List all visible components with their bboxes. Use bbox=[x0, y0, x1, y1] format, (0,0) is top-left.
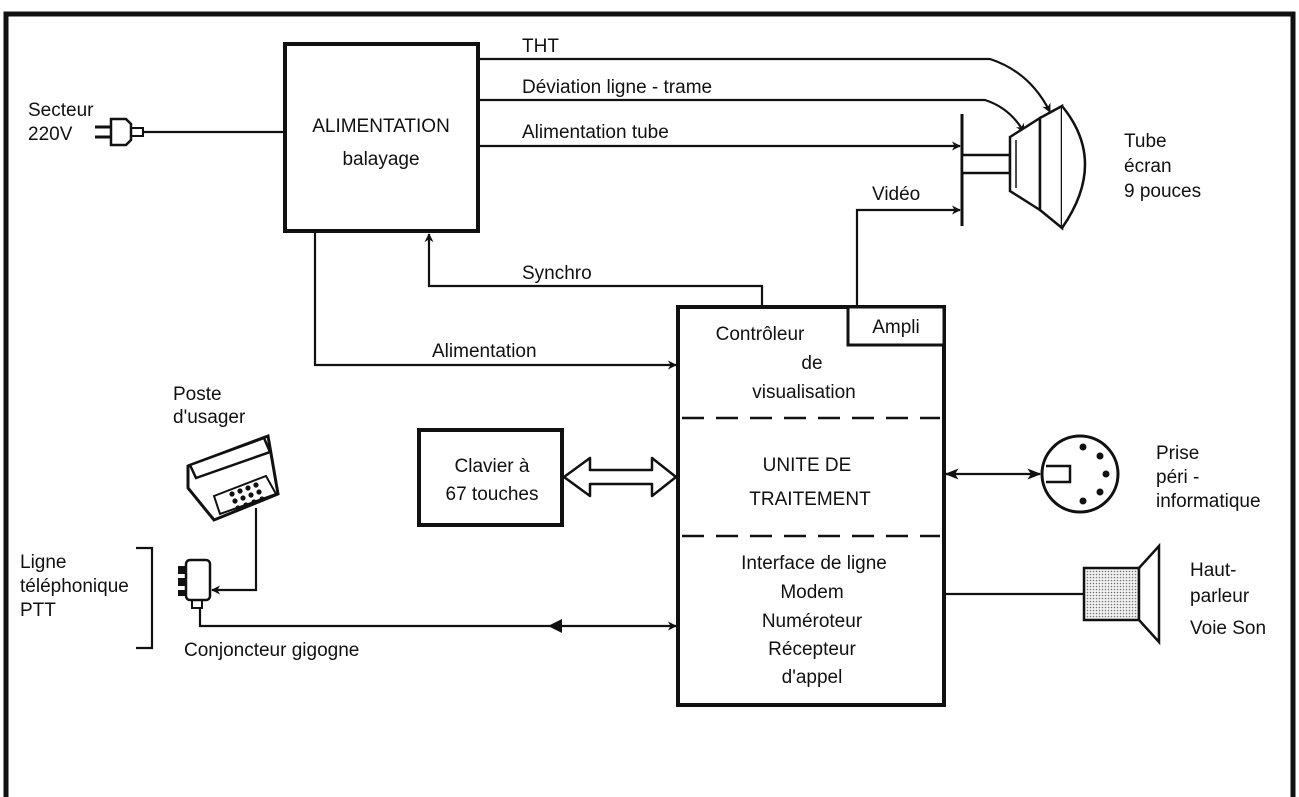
clavier-block: Clavier à 67 touches bbox=[417, 428, 564, 527]
ligne-label-1: Ligne bbox=[20, 552, 67, 573]
prise-label-2: péri - bbox=[1156, 467, 1199, 488]
deviation-label: Déviation ligne - trame bbox=[522, 77, 712, 98]
interface-label-3: Numéroteur bbox=[762, 611, 863, 632]
synchro-label: Synchro bbox=[522, 263, 592, 284]
speaker-icon bbox=[1082, 542, 1161, 646]
crt-tube-icon bbox=[960, 103, 1087, 231]
interface-label-1: Interface de ligne bbox=[741, 553, 887, 574]
unite-label-1: UNITE DE bbox=[763, 455, 852, 476]
controleur-label-3: visualisation bbox=[752, 382, 856, 403]
telephone-cord bbox=[211, 508, 258, 595]
clavier-label-1: Clavier à bbox=[455, 456, 530, 477]
tht-wire bbox=[478, 57, 1051, 113]
din-socket-icon bbox=[1040, 434, 1120, 514]
controleur-label-2: de bbox=[801, 353, 822, 374]
prise-label-1: Prise bbox=[1156, 443, 1199, 464]
alimentation-title: ALIMENTATION bbox=[312, 116, 450, 137]
prise-label-3: informatique bbox=[1156, 491, 1261, 512]
speaker-label-1: Haut- bbox=[1190, 560, 1236, 581]
speaker-label-2: parleur bbox=[1190, 586, 1250, 607]
ampli-label: Ampli bbox=[872, 317, 920, 338]
interface-label-5: d'appel bbox=[782, 667, 843, 688]
ampli-box bbox=[846, 305, 946, 347]
ligne-bracket bbox=[136, 546, 154, 650]
conjoncteur-label: Conjoncteur gigogne bbox=[184, 640, 359, 661]
alimentation-block: ALIMENTATION balayage bbox=[283, 42, 480, 233]
secteur-voltage-label: 220V bbox=[28, 124, 73, 145]
unite-label-2: TRAITEMENT bbox=[749, 489, 871, 510]
telephone-icon bbox=[186, 433, 280, 522]
alimentation-subtitle: balayage bbox=[342, 149, 419, 170]
video-wire bbox=[855, 205, 961, 307]
tube-ecran-label: écran bbox=[1124, 156, 1172, 177]
controleur-label-1: Contrôleur bbox=[716, 324, 805, 345]
interface-label-4: Récepteur bbox=[768, 639, 856, 660]
diagram-frame bbox=[3, 11, 1296, 797]
tube-label: Tube bbox=[1124, 131, 1167, 152]
ligne-label-3: PTT bbox=[20, 600, 56, 621]
poste-label-1: Poste bbox=[173, 384, 222, 405]
plug-icon bbox=[95, 117, 144, 147]
video-label: Vidéo bbox=[872, 184, 920, 205]
alimentation-wire bbox=[313, 231, 677, 370]
jack-plug-icon bbox=[178, 558, 212, 609]
line-wire-arrow-back bbox=[548, 619, 562, 633]
alimentation-label: Alimentation bbox=[432, 341, 537, 362]
deviation-wire bbox=[478, 98, 1025, 133]
clavier-bus-arrow bbox=[562, 456, 678, 498]
speaker-label-3: Voie Son bbox=[1190, 618, 1266, 639]
main-unit-block: Ampli Contrôleur de visualisation UNITE … bbox=[676, 305, 946, 707]
ligne-label-2: téléphonique bbox=[20, 576, 129, 597]
secteur-label: Secteur bbox=[28, 100, 94, 121]
line-wire bbox=[198, 608, 677, 631]
poste-label-2: d'usager bbox=[173, 407, 246, 428]
synchro-wire bbox=[424, 233, 764, 307]
clavier-label-2: 67 touches bbox=[446, 484, 539, 505]
tht-label: THT bbox=[522, 36, 559, 57]
interface-label-2: Modem bbox=[780, 582, 843, 603]
tube-size-label: 9 pouces bbox=[1124, 181, 1201, 202]
alim-tube-label: Alimentation tube bbox=[522, 122, 669, 143]
